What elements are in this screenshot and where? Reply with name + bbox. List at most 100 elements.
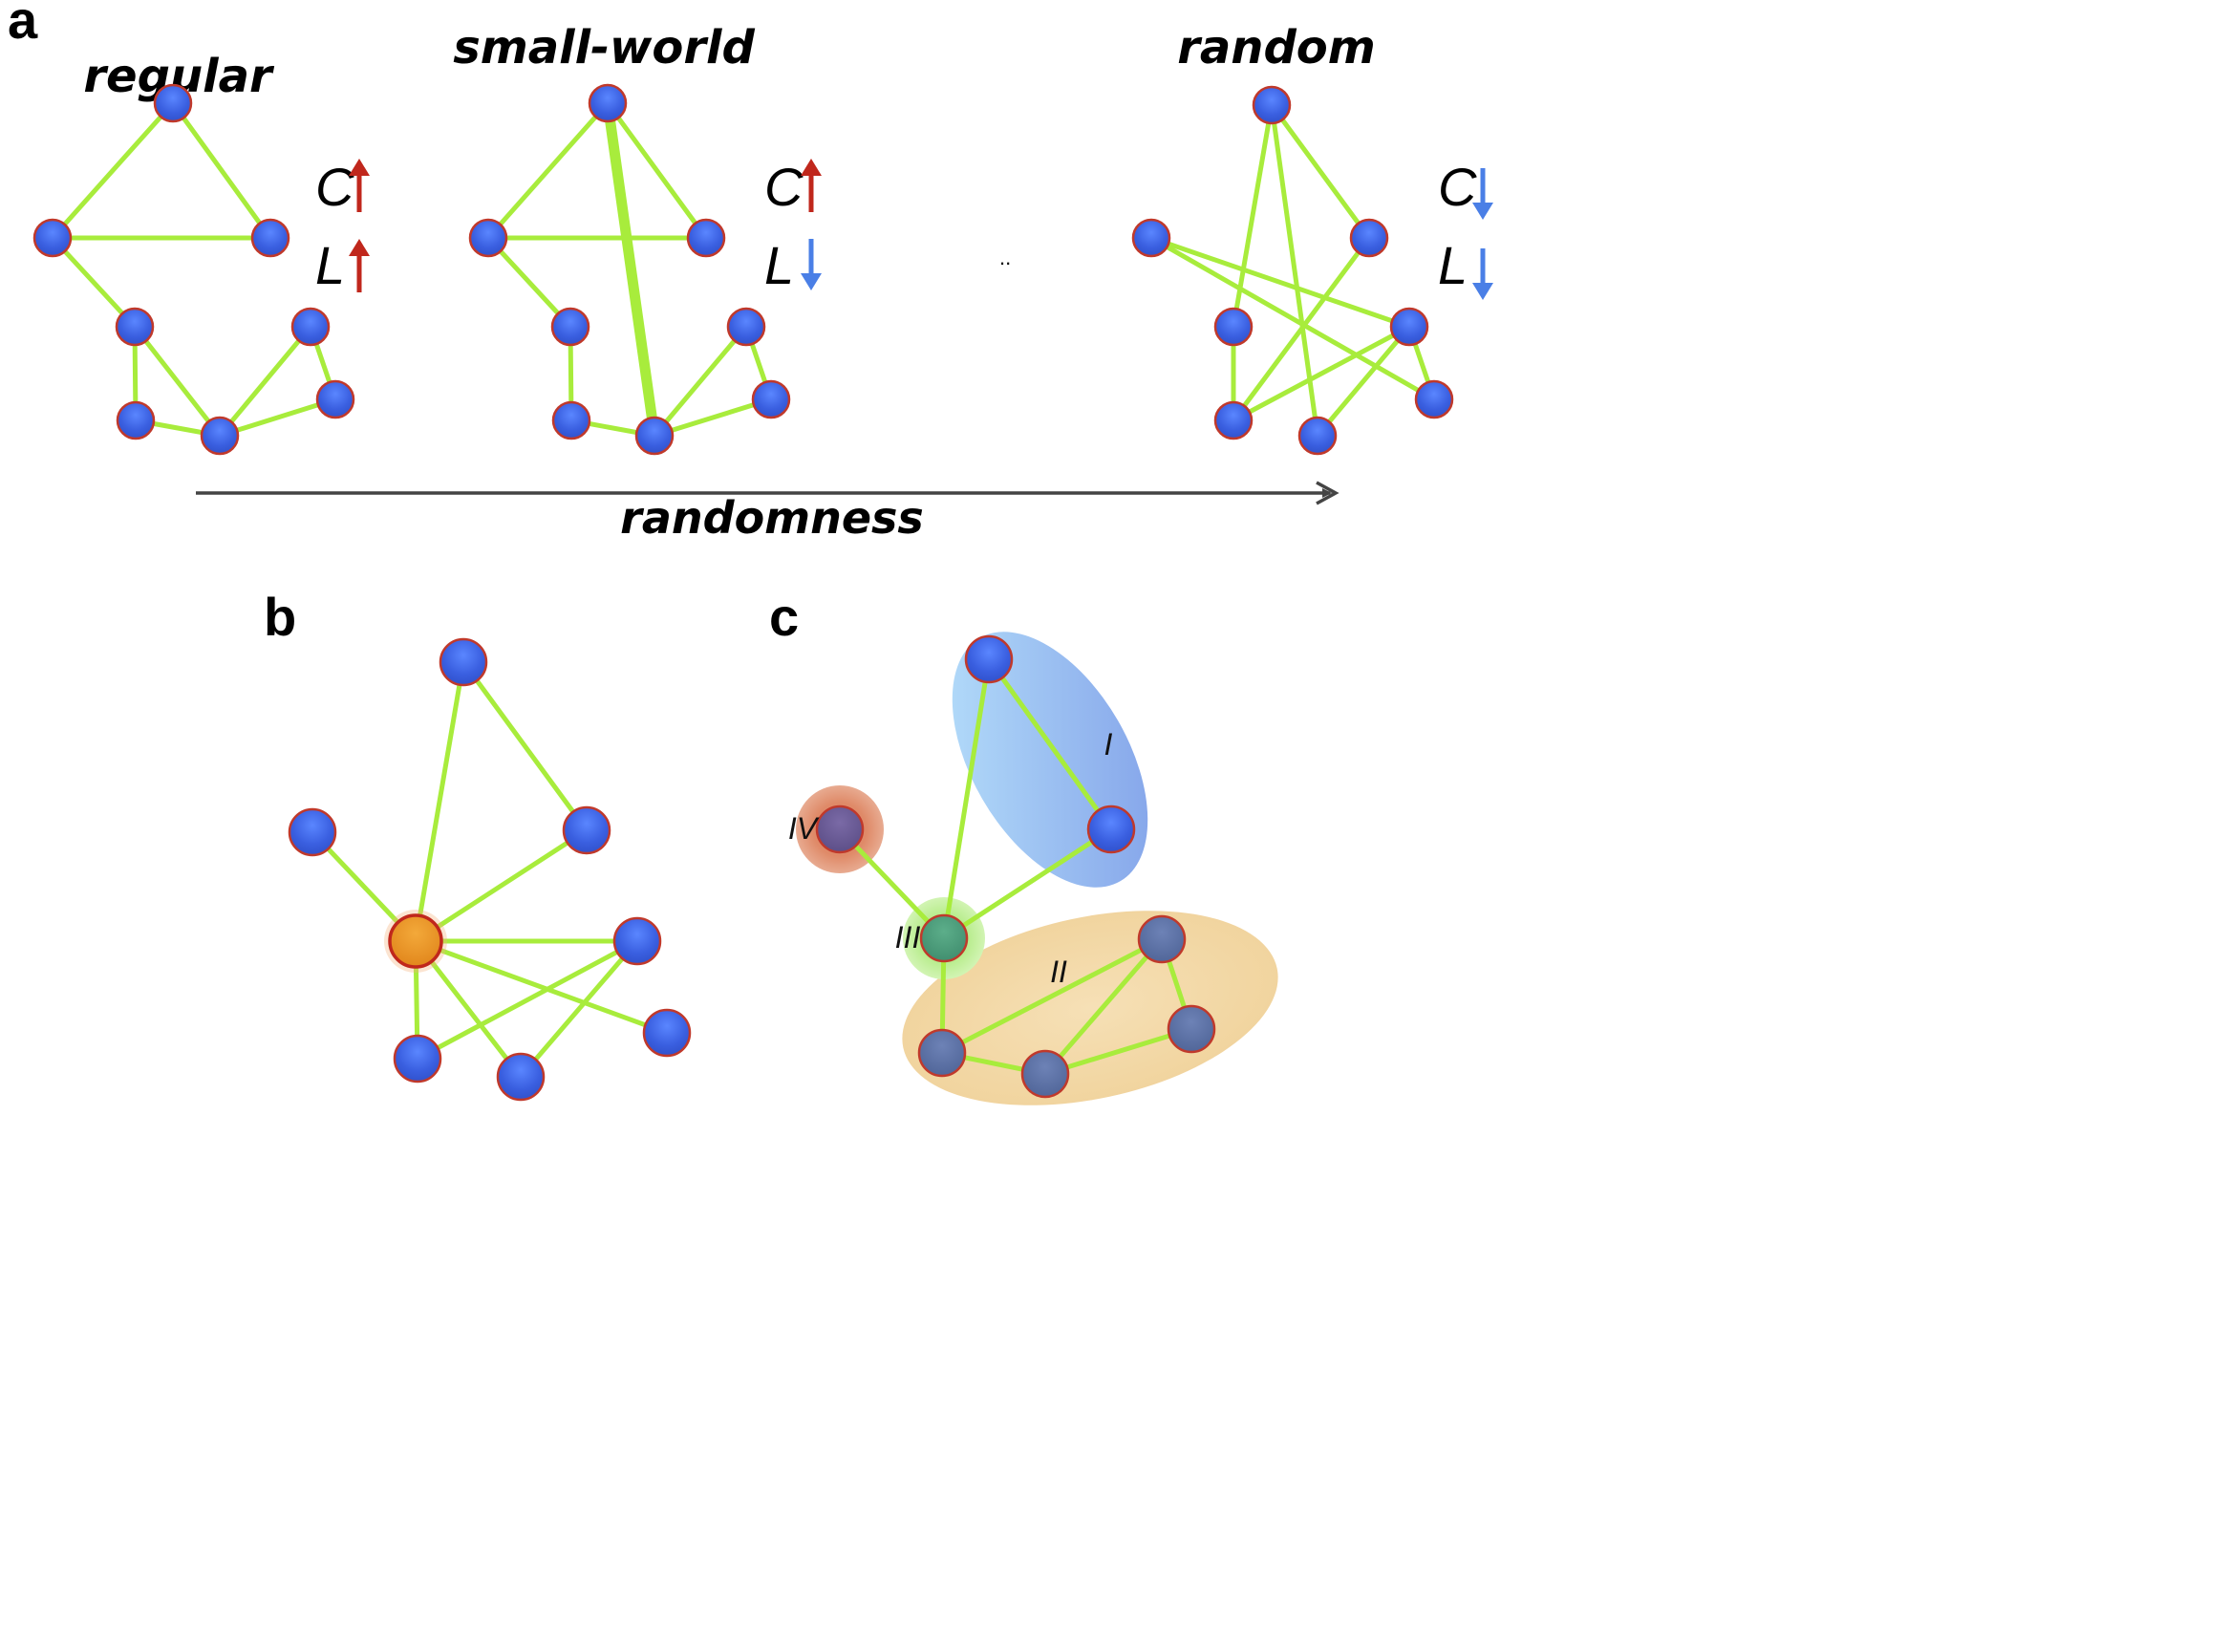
network-node	[1349, 218, 1389, 258]
randomness-arrow-head-icon	[1316, 481, 1340, 505]
edge	[132, 324, 223, 439]
edge	[217, 324, 313, 439]
regular-edges	[50, 100, 338, 439]
edge	[986, 656, 1114, 832]
clustering-down-arrow-icon	[1472, 168, 1493, 220]
network-node	[393, 1034, 442, 1083]
edge	[652, 397, 774, 439]
edge	[485, 235, 573, 330]
modular-network: I II III IV	[788, 632, 1278, 1105]
small-world-title: small-world	[453, 21, 755, 75]
edge	[837, 826, 947, 941]
network-node	[751, 379, 791, 419]
edge	[652, 324, 749, 439]
random-title: random	[1177, 21, 1376, 75]
edge	[941, 826, 1114, 941]
hub-edges	[310, 659, 670, 1080]
edge	[605, 100, 709, 241]
clustering-up-arrow-icon	[349, 159, 370, 212]
module-three-label: III	[895, 920, 921, 955]
network-node	[1167, 1004, 1216, 1054]
edge	[413, 938, 670, 1036]
edge	[461, 659, 589, 833]
regular-network: regular C L	[32, 50, 370, 456]
regular-nodes	[32, 83, 355, 456]
edge	[1231, 324, 1412, 423]
edge	[50, 235, 138, 330]
edge	[1269, 102, 1372, 241]
network-node	[562, 805, 611, 855]
edge	[518, 938, 640, 1080]
clustering-symbol: C	[1438, 157, 1477, 217]
path-length-symbol: L	[315, 235, 345, 295]
edge	[217, 397, 338, 439]
randomness-label: randomness	[620, 492, 924, 544]
edge	[1315, 324, 1412, 439]
edge	[1042, 1026, 1194, 1077]
shortcut-edge	[602, 97, 660, 441]
path-length-down-arrow-icon	[801, 239, 822, 290]
module-two-label: II	[1050, 955, 1067, 989]
network-node	[1389, 307, 1429, 347]
module-four-label: IV	[788, 811, 820, 846]
path-length-up-arrow-icon	[349, 239, 370, 292]
edge	[413, 659, 466, 944]
network-node	[1137, 914, 1187, 964]
network-node	[634, 416, 675, 456]
network-node	[642, 1008, 692, 1058]
edge	[413, 827, 589, 944]
clustering-up-arrow-icon	[801, 159, 822, 212]
edge	[413, 938, 524, 1080]
network-node	[32, 218, 73, 258]
network-node	[550, 307, 590, 347]
network-node	[116, 400, 156, 440]
network-node	[1252, 85, 1292, 125]
network-node	[919, 913, 969, 963]
network-node	[551, 400, 591, 440]
hub-nodes	[288, 637, 692, 1102]
hub-node-core	[388, 913, 443, 969]
network-node	[250, 218, 290, 258]
module-one-label: I	[1104, 727, 1113, 762]
modular-nodes	[815, 634, 1216, 1099]
panel-a-letter: a	[8, 0, 38, 50]
network-node	[588, 83, 628, 123]
random-nodes	[1131, 85, 1454, 456]
network-node	[439, 637, 488, 687]
module-two-region	[902, 911, 1278, 1105]
network-node	[1213, 307, 1254, 347]
hub-network	[288, 637, 692, 1102]
random-edges	[1148, 102, 1437, 439]
clustering-symbol: C	[315, 157, 354, 217]
network-node	[612, 916, 662, 966]
edge	[941, 656, 992, 941]
edge	[415, 938, 640, 1062]
path-length-symbol: L	[1438, 235, 1468, 295]
path-length-symbol: L	[764, 235, 794, 295]
panel-c-letter: c	[769, 587, 799, 647]
ellipsis-dots: ..	[999, 246, 1011, 269]
small-world-nodes	[468, 83, 791, 456]
edge	[939, 936, 1165, 1056]
network-node	[315, 379, 355, 419]
edge	[1148, 235, 1412, 330]
network-node	[1086, 805, 1136, 854]
edge	[1231, 235, 1372, 423]
network-node	[200, 416, 240, 456]
edge	[1042, 936, 1165, 1077]
small-world-network: small-world C L	[453, 21, 822, 456]
network-node	[815, 805, 865, 854]
network-node	[917, 1028, 967, 1078]
network-node	[1414, 379, 1454, 419]
clustering-symbol: C	[764, 157, 804, 217]
network-node	[686, 218, 726, 258]
network-node	[1131, 218, 1171, 258]
random-network: random C L	[1131, 21, 1493, 456]
network-node	[964, 634, 1014, 684]
edge	[1148, 235, 1437, 402]
network-node	[496, 1052, 546, 1102]
network-node	[115, 307, 155, 347]
edge	[50, 100, 176, 241]
randomness-axis: randomness	[196, 481, 1340, 544]
path-length-down-arrow-icon	[1472, 248, 1493, 300]
